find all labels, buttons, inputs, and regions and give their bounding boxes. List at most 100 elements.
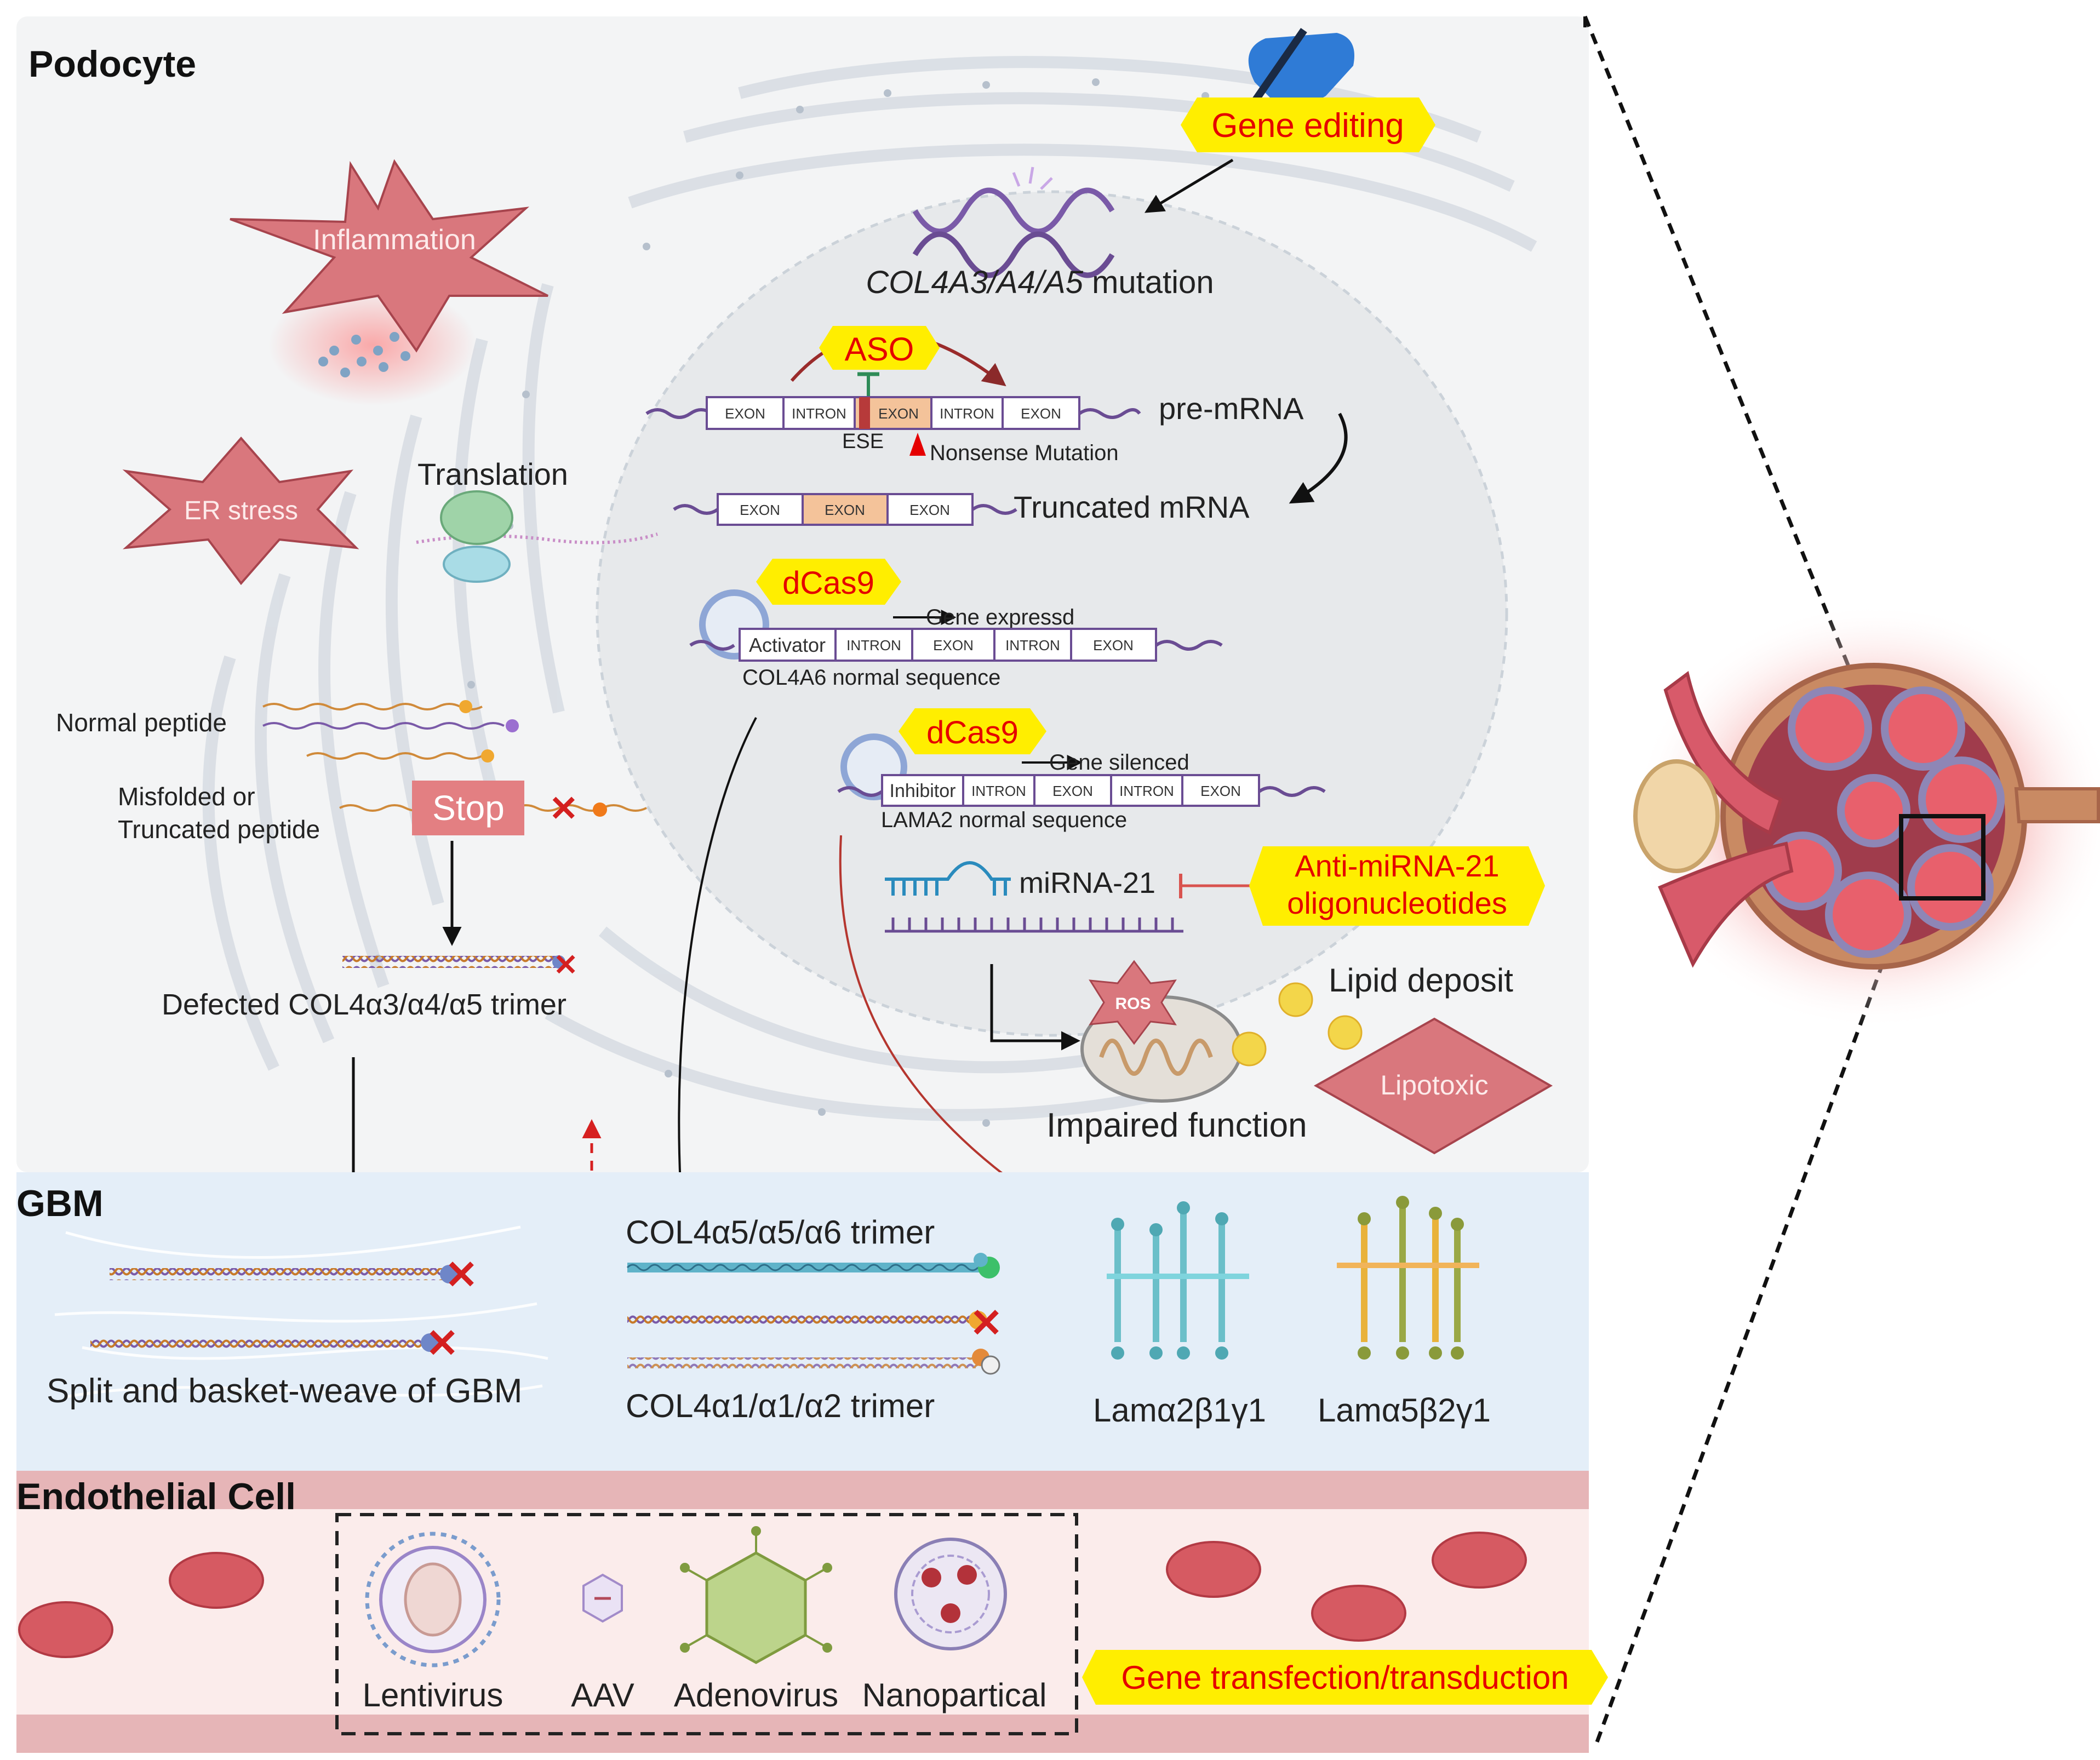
lentivirus-icon <box>365 1532 501 1667</box>
ese-label: ESE <box>842 430 884 453</box>
truncation-x-icon: ✕ <box>549 789 579 828</box>
activator-dna-left <box>689 640 735 651</box>
inhibitor-box <box>1110 774 1183 807</box>
ros-label: ROS <box>1115 995 1151 1013</box>
inhibitor-box-label: EXON <box>1200 783 1241 799</box>
premrna-strip: EXON INTRON EXON INTRON EXON <box>706 396 1080 430</box>
activator-box <box>739 628 837 662</box>
lama2-seq-label: LAMA2 normal sequence <box>881 808 1127 832</box>
impaired-label: Impaired function <box>1046 1107 1307 1144</box>
macula-densa <box>1633 759 1720 873</box>
gene-editing-banner <box>1181 98 1435 152</box>
stop-label: Stop <box>432 788 505 828</box>
premrna-box-label: INTRON <box>792 405 846 422</box>
vector-label: AAV <box>571 1677 634 1713</box>
activator-box-label: INTRON <box>846 637 901 653</box>
misfolded-label-line1: Misfolded or <box>118 782 255 811</box>
truncated-box-label: EXON <box>825 502 865 518</box>
endothelial-band-top <box>16 1471 1589 1509</box>
lama2-label: Lamα2β1γ1 <box>1093 1392 1266 1429</box>
truncated-box <box>886 493 974 526</box>
truncated-box <box>802 493 889 526</box>
transfection-label: Gene transfection/transduction <box>1121 1659 1569 1696</box>
lipid-droplet <box>1232 1031 1267 1067</box>
ribosome-small-subunit <box>443 546 511 583</box>
gene-editing-label: Gene editing <box>1211 107 1404 145</box>
gene-editing-arrow <box>1144 158 1234 213</box>
trimer-end <box>981 1355 1000 1375</box>
aso-label: ASO <box>845 331 914 368</box>
defect-x-icon: ✕ <box>426 1322 459 1366</box>
peptide-end <box>459 700 472 713</box>
endoplasmic-reticulum <box>202 56 1537 1121</box>
truncated-box-label: EXON <box>909 502 950 518</box>
dcas9-banner-1 <box>756 559 901 605</box>
activator-box-label: EXON <box>1093 637 1134 653</box>
premrna-box <box>930 396 1004 430</box>
defected-trimer <box>342 956 562 968</box>
lipotoxic-diamond <box>1313 1017 1553 1155</box>
transfection-banner <box>1082 1650 1608 1705</box>
defect-x-icon: ✕ <box>553 949 578 982</box>
split-trimer <box>110 1268 449 1280</box>
trimer-b <box>627 1357 978 1368</box>
nanoparticle-icon <box>894 1538 1007 1650</box>
vector-label: Nanopartical <box>862 1677 1047 1713</box>
premrna-box-label: INTRON <box>940 405 994 422</box>
lipid-droplet <box>1327 1015 1363 1050</box>
normal-peptides <box>262 703 505 760</box>
ese-segment <box>859 397 870 429</box>
er-stress-star <box>122 436 359 586</box>
inhibitor-dna-right <box>1258 786 1326 797</box>
activator-box <box>834 628 913 662</box>
peptide-end <box>506 719 519 732</box>
endothelial-label: Endothelial Cell <box>16 1476 296 1517</box>
activator-box <box>993 628 1072 662</box>
translation-label: Translation <box>417 457 568 491</box>
col4a6-seq-label: COL4A6 normal sequence <box>742 666 1000 690</box>
stop-sign <box>412 781 524 835</box>
zoom-line-bottom <box>1595 897 1909 1743</box>
activator-box-label: Activator <box>749 634 826 656</box>
gene-expressed-label: Gene expressd <box>926 605 1074 629</box>
efferent-arteriole <box>1658 841 1794 968</box>
defect-x-icon: ✕ <box>445 1253 478 1297</box>
ros-star-icon <box>1089 960 1177 1045</box>
trimer-end <box>969 1311 987 1329</box>
vector-label: Lentivirus <box>363 1677 503 1713</box>
gbm-fibers <box>54 1225 548 1398</box>
premrna-box-label: EXON <box>1021 405 1061 422</box>
inhibitor-box-label: EXON <box>1052 783 1093 799</box>
nonsense-label: Nonsense Mutation <box>930 441 1119 465</box>
inflammation-label: Inflammation <box>313 224 476 256</box>
inflammation-star <box>230 159 548 353</box>
anti-mirna-banner <box>1249 846 1545 926</box>
activator-to-gbm-arrow <box>673 717 757 1217</box>
laminin-a2b1g1-icon <box>1107 1201 1249 1360</box>
premrna-to-truncated-arrow <box>1289 412 1348 504</box>
dna-helix-icon <box>912 187 1115 278</box>
truncated-box-label: EXON <box>740 502 780 518</box>
ribosome-large-subunit <box>440 490 513 545</box>
premrna-box-label: EXON <box>725 405 765 422</box>
anti-mirna-label-line1: Anti-miRNA-21 <box>1295 849 1499 883</box>
trimer-a-twist <box>626 1264 979 1271</box>
dcas9-banner-2 <box>899 708 1046 754</box>
mitochondrion-cristae <box>1099 1039 1213 1076</box>
trimer-b-label: COL4α1/α1/α2 trimer <box>626 1388 935 1424</box>
anti-mirna-label-line2: oligonucleotides <box>1287 886 1507 920</box>
vector-box <box>335 1513 1078 1735</box>
aso-banner <box>819 326 940 370</box>
trimer-end <box>552 955 565 968</box>
trimer-end <box>974 1253 988 1267</box>
normal-peptide-label: Normal peptide <box>56 708 227 737</box>
premrna-dna-right <box>1078 408 1141 419</box>
proximal-tubule <box>2014 787 2100 823</box>
split-trimer <box>90 1337 430 1349</box>
aav-icon <box>582 1573 623 1623</box>
mutation-spark-icon <box>1012 167 1053 190</box>
afferent-arteriole <box>1663 670 1783 835</box>
inhibitor-box <box>1033 774 1112 807</box>
laminin-a5b2g1-icon <box>1337 1196 1479 1360</box>
